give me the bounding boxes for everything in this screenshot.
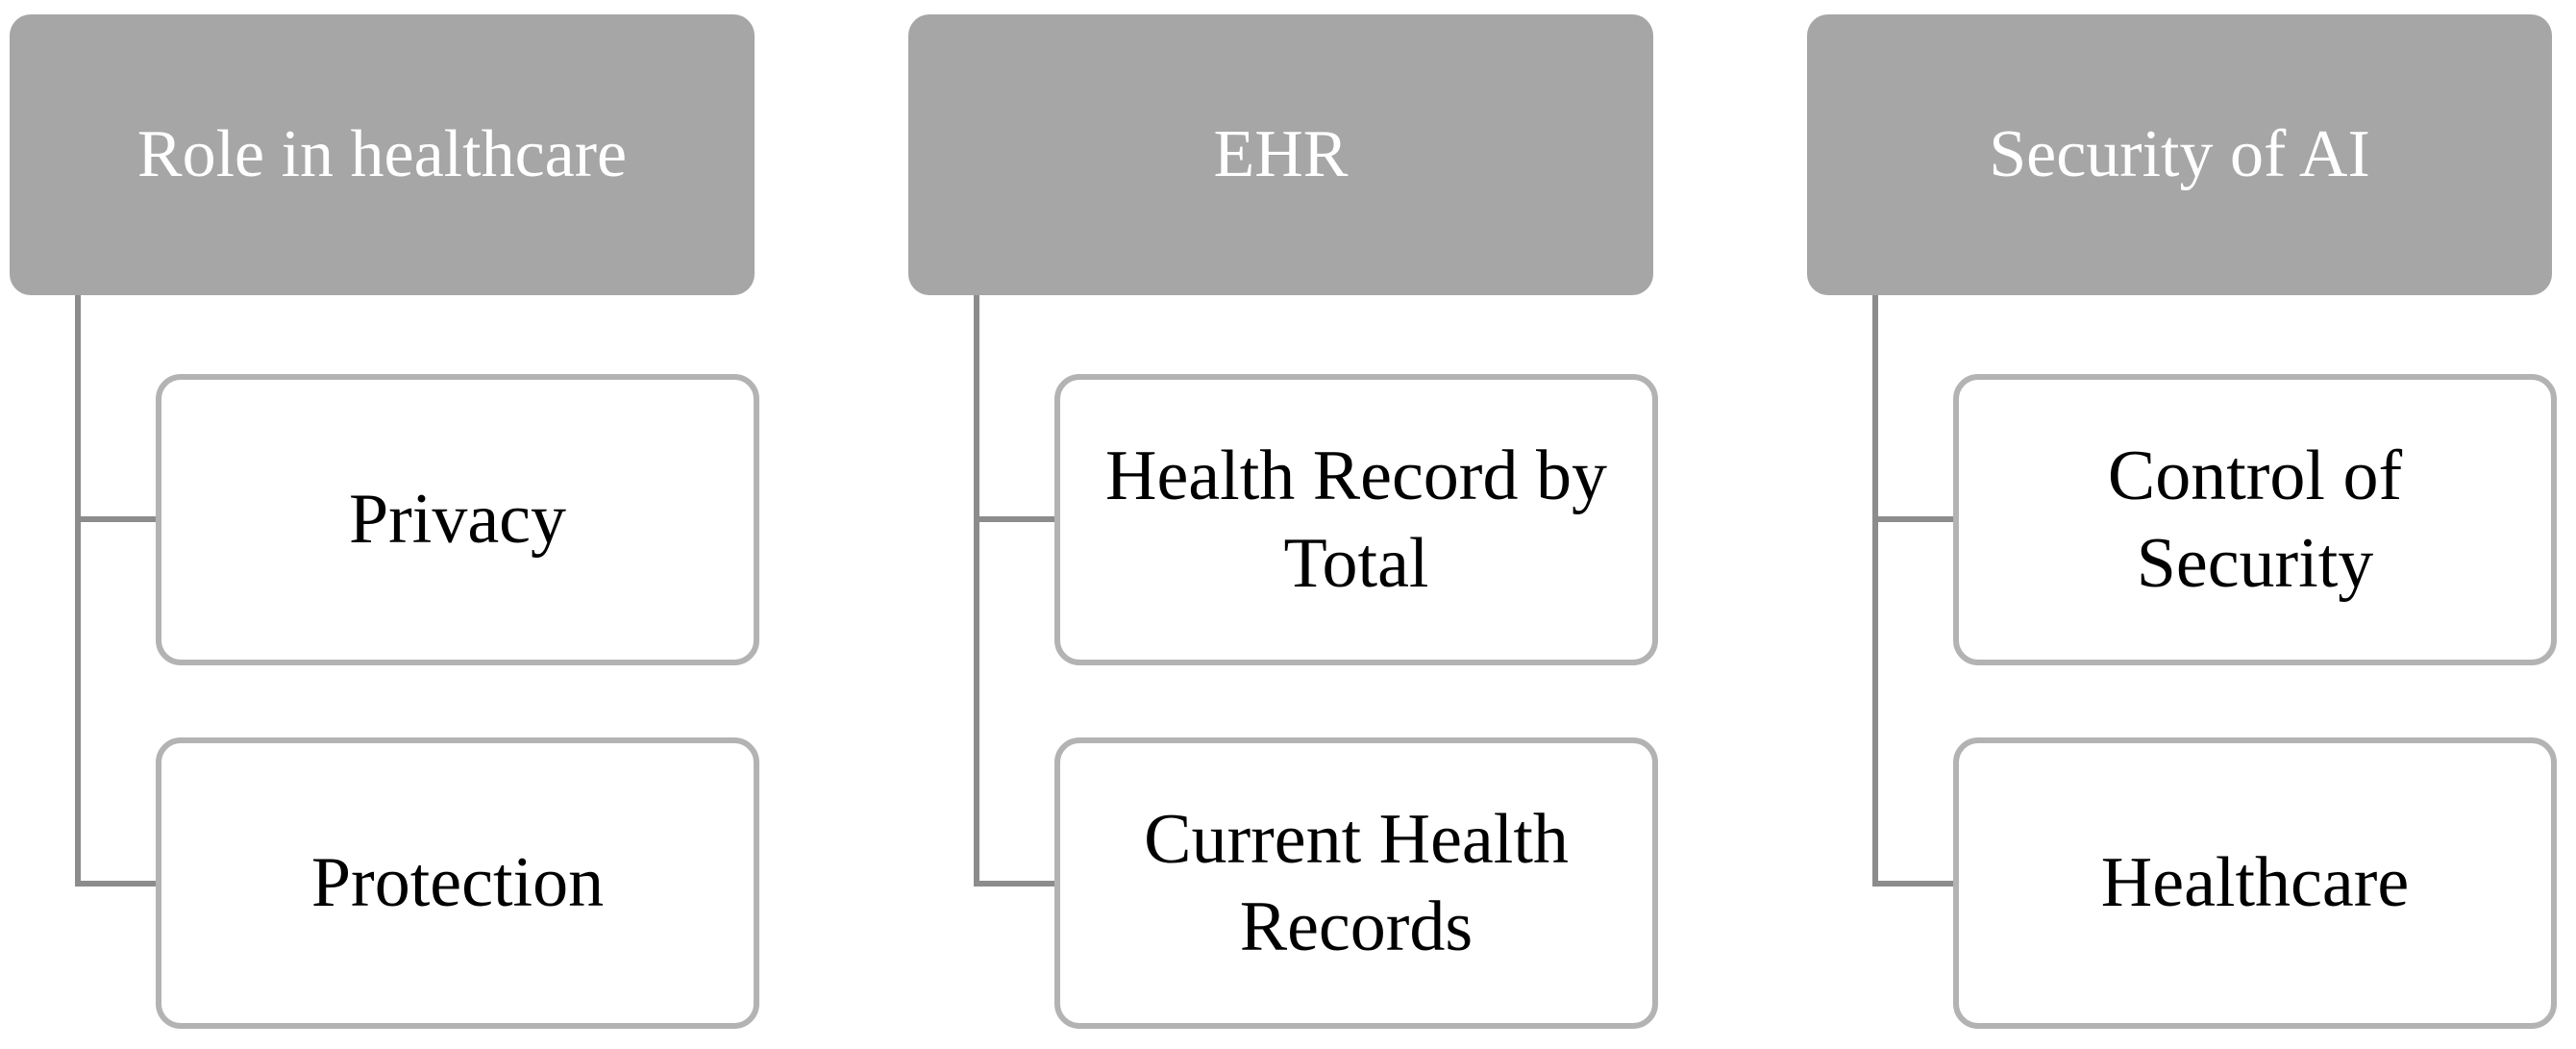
child-label-line: Healthcare [2100,843,2410,923]
connector-branch-line [1872,881,1955,887]
connector-branch-line [1872,516,1955,522]
child-label: Privacy [349,476,566,562]
connector-branch-line [974,516,1056,522]
header-box: Role in healthcare [10,14,755,295]
connector-vertical-line [1872,295,1878,887]
connector-branch-line [974,881,1056,887]
child-label: Healthcare [2101,839,2409,926]
child-box: Healthcare [1953,737,2557,1029]
child-box: Control of Security [1953,374,2557,665]
child-box: Protection [156,737,759,1029]
child-box: Current Health Records [1054,737,1658,1029]
connector-branch-line [75,881,158,887]
column-role-in-healthcare: Role in healthcare Privacy Protection [0,0,769,1049]
header-label: EHR [1213,117,1349,191]
column-ehr: EHR Health Record by Total Current Healt… [899,0,1668,1049]
header-label: Security of AI [1989,117,2370,191]
connector-branch-line [75,516,158,522]
child-label-line: Total [1283,523,1429,603]
child-label: Current Health Records [1144,796,1569,970]
child-label-line: Privacy [348,480,567,560]
child-label-line: Protection [310,843,605,923]
header-label: Role in healthcare [136,117,628,191]
child-label-line: Control of [2107,437,2403,516]
child-label: Health Record by Total [1105,433,1607,607]
column-security-of-ai: Security of AI Control of Security Healt… [1797,0,2566,1049]
header-box: EHR [908,14,1653,295]
child-label: Control of Security [2108,433,2402,607]
child-label-line: Records [1239,887,1474,966]
child-label: Protection [311,839,604,926]
child-label-line: Security [2136,523,2374,603]
child-label-line: Current Health [1144,800,1569,880]
child-label-line: Health Record by [1105,437,1607,516]
connector-vertical-line [974,295,979,887]
connector-vertical-line [75,295,81,887]
child-box: Health Record by Total [1054,374,1658,665]
child-box: Privacy [156,374,759,665]
header-box: Security of AI [1807,14,2552,295]
